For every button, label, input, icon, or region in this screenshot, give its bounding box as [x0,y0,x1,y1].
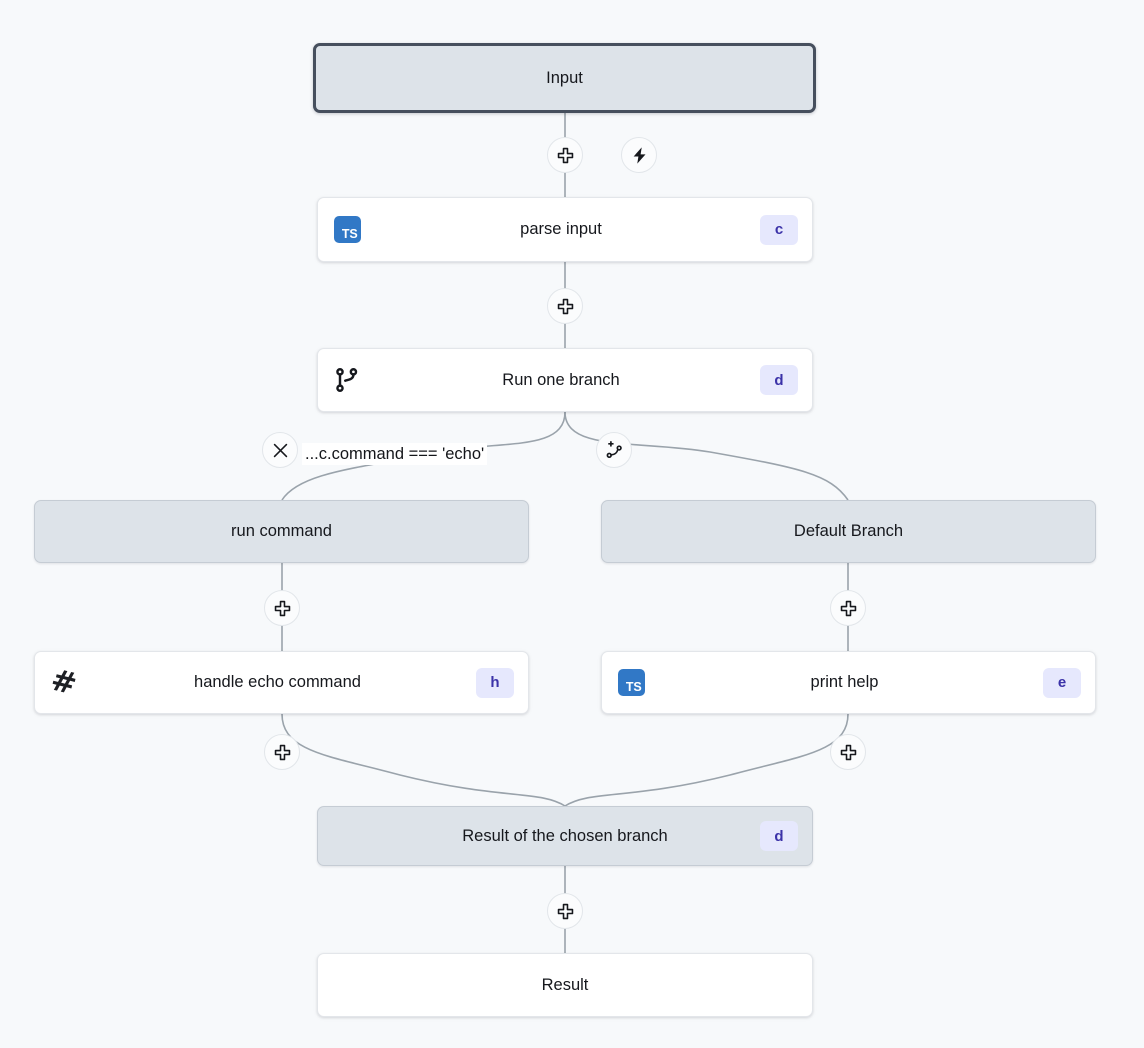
node-badge[interactable]: h [476,667,514,698]
node-icon-slot [332,970,362,1000]
node-label: Result [541,975,589,994]
node-handle-echo-command[interactable]: # handle echo command h [34,651,529,714]
node-run-command[interactable]: run command [34,500,529,563]
typescript-icon: TS [332,215,362,245]
node-parse-input[interactable]: TS parse input c [317,197,813,262]
add-step-button[interactable] [264,734,300,770]
add-step-button[interactable] [830,734,866,770]
node-result[interactable]: Result [317,953,813,1017]
node-default-branch[interactable]: Default Branch [601,500,1096,563]
node-badge[interactable]: d [760,821,798,851]
node-badge[interactable]: d [760,365,798,395]
hash-icon-glyph: # [47,661,81,703]
node-label: parse input [520,220,602,238]
node-icon-slot [616,517,646,547]
add-step-button[interactable] [830,590,866,626]
typescript-icon-text: TS [617,669,645,696]
trigger-button[interactable] [621,137,657,173]
node-badge-slot [484,517,514,547]
node-badge[interactable]: e [1043,667,1081,698]
node-label: run command [231,522,332,540]
add-branch-button[interactable] [596,432,632,468]
plus-icon [557,903,573,919]
node-branch-result[interactable]: Result of the chosen branch d [317,806,813,866]
add-step-button[interactable] [264,590,300,626]
node-badge-slot [771,63,801,93]
git-branch-plus-icon [606,440,622,458]
node-icon-slot [49,517,79,547]
node-label: Input [546,68,583,87]
node-icon-slot [332,821,370,851]
node-input[interactable]: Input [313,43,816,113]
git-branch-icon [332,365,362,395]
edge-printhelp-to-branchresult [564,713,849,807]
node-print-help[interactable]: TS print help e [601,651,1096,714]
close-icon [273,443,287,457]
add-step-button[interactable] [547,893,583,929]
typescript-icon-text: TS [333,216,361,243]
node-badge-slot [768,970,798,1000]
plus-icon [274,600,290,616]
lightning-icon [633,146,646,164]
add-step-button[interactable] [547,137,583,173]
typescript-icon: TS [616,668,646,698]
plus-icon [840,600,856,616]
edge-handle-to-branchresult [281,713,566,807]
node-run-one-branch[interactable]: Run one branch d [317,348,813,412]
node-label: print help [810,673,879,691]
plus-icon [557,147,573,163]
node-label: Default Branch [793,522,904,540]
hash-icon: # [47,661,81,703]
node-badge[interactable]: c [760,214,798,245]
node-icon-slot [328,63,358,93]
node-label: handle echo command [194,673,361,691]
remove-branch-button[interactable] [262,432,298,468]
plus-icon [557,298,573,314]
add-step-button[interactable] [547,288,583,324]
node-badge-slot [1051,517,1081,547]
node-label: Result of the chosen branch [462,826,668,845]
node-label: Run one branch [502,370,620,389]
plus-icon [274,744,290,760]
plus-icon [840,744,856,760]
branch-condition-label[interactable]: ...c.command === 'echo' [302,443,488,465]
